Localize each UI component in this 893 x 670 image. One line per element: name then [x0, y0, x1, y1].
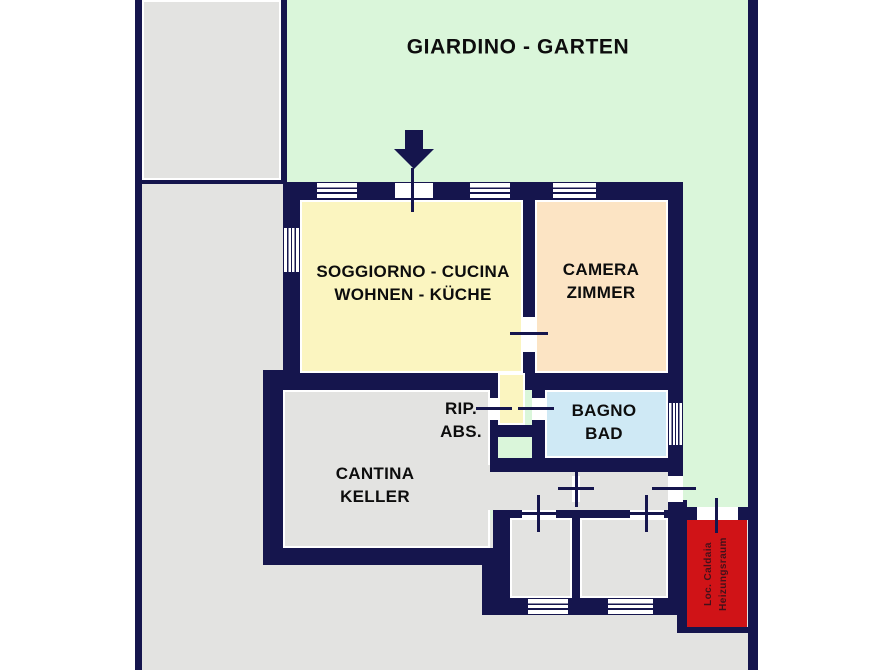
hallway: [498, 373, 525, 425]
small-rooms-bottom-wall: [497, 598, 683, 615]
window-bath-right: [669, 403, 682, 445]
window-top-3: [553, 183, 596, 198]
boiler-bottom-wall: [677, 627, 748, 633]
storage-label-line2: ABS.: [440, 422, 482, 441]
bedroom-label-line2: ZIMMER: [566, 283, 636, 302]
garden-label: GIARDINO - GARTEN: [407, 36, 630, 59]
apartment-left-wall: [283, 184, 300, 390]
cellar-step-wall: [482, 565, 497, 615]
living-label-line2: WOHNEN - KÜCHE: [334, 285, 492, 304]
boiler-top-stub-left: [683, 507, 697, 520]
small-room-2: [580, 518, 668, 598]
door-boiler-line: [715, 498, 718, 533]
door-garden-line: [652, 487, 696, 490]
outer-wall-right: [748, 0, 758, 670]
living-kitchen-room: [300, 200, 523, 373]
bath-label-line1: BAGNO: [571, 401, 637, 420]
cellar-bottom-wall: [263, 548, 497, 565]
storage-right-wall: [490, 390, 498, 454]
boiler-label-line2: Heizungsraum: [718, 537, 729, 611]
door-room2-hline: [629, 512, 665, 515]
boiler-label-line1: Loc. Caldaia: [703, 542, 714, 606]
bedroom-room: [535, 200, 668, 373]
bathroom-room: [545, 390, 668, 458]
living-label-line1: SOGGIORNO - CUCINA: [316, 262, 510, 281]
entrance-arrow-icon: [394, 149, 434, 169]
garden-label-text: GIARDINO - GARTEN: [406, 35, 630, 59]
door-living-bedroom-line: [510, 332, 548, 335]
door-room1-hline: [521, 512, 557, 515]
living-kitchen-label: SOGGIORNO - CUCINA WOHNEN - KÜCHE: [316, 260, 509, 306]
bath-bottom-wall: [490, 458, 683, 472]
cellar-left-wall: [263, 370, 283, 565]
small-rooms-top-wall: [497, 510, 668, 518]
bedroom-bottom-wall: [525, 373, 683, 390]
door-corridor-vline: [575, 471, 578, 507]
window-room1-bottom: [528, 599, 568, 614]
outer-wall-left: [135, 0, 142, 670]
bath-label: BAGNO BAD: [572, 399, 637, 445]
parcel-divider-horizontal: [142, 180, 287, 184]
entrance-door-opening: [395, 183, 433, 198]
storage-label: RIP. ABS.: [440, 397, 482, 443]
bath-label-line2: BAD: [585, 424, 623, 443]
cellar-label-line1: CANTINA: [335, 464, 415, 483]
entrance-arrow-shaft: [405, 130, 423, 150]
window-top-2: [470, 183, 510, 198]
small-room-1: [510, 518, 572, 598]
bedroom-label-line1: CAMERA: [562, 260, 640, 279]
bedroom-label: CAMERA ZIMMER: [563, 258, 639, 304]
window-living-left: [284, 228, 299, 272]
door-entrance-line: [411, 168, 414, 212]
door-storage-line: [476, 407, 512, 410]
storage-label-line1: RIP.: [444, 399, 478, 418]
cellar-label: CANTINA KELLER: [336, 462, 415, 508]
boiler-room: [687, 520, 747, 627]
small-rooms-divider-wall: [572, 518, 580, 615]
cellar-label-line2: KELLER: [340, 487, 410, 506]
window-top-1: [317, 183, 357, 198]
hall-bottom-wall: [490, 425, 545, 437]
corridor-area-left: [432, 465, 490, 510]
boiler-left-wall: [677, 500, 687, 633]
neighbor-parcel: [142, 0, 281, 180]
door-bath-line: [518, 407, 554, 410]
boiler-top-stub-right: [738, 507, 748, 520]
window-room2-bottom: [608, 599, 653, 614]
small-room-left-wall: [493, 510, 512, 615]
living-bottom-wall: [263, 373, 498, 390]
boiler-label: Loc. Caldaia Heizungsraum: [701, 537, 731, 611]
parcel-divider-vertical: [281, 0, 287, 184]
